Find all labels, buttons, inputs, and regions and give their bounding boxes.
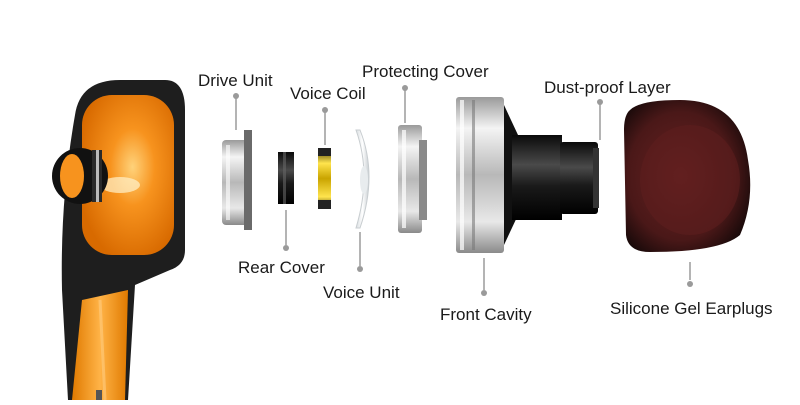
rear-cover-part bbox=[278, 152, 294, 204]
leader-dot-voice-unit bbox=[357, 266, 363, 272]
protecting-cover-part bbox=[398, 125, 427, 233]
label-silicone-gel-earplugs: Silicone Gel Earplugs bbox=[610, 299, 773, 318]
voice-unit-part bbox=[355, 129, 370, 229]
leader-lines bbox=[233, 85, 693, 296]
leader-dot-front-cavity bbox=[481, 290, 487, 296]
leader-dot-rear-cover bbox=[283, 245, 289, 251]
label-drive-unit: Drive Unit bbox=[198, 71, 273, 90]
voice-coil-part bbox=[318, 148, 331, 209]
earphone-shell bbox=[52, 80, 185, 401]
leader-dot-voice-coil bbox=[322, 107, 328, 113]
silicone-earplug-part bbox=[624, 100, 751, 252]
label-dust-proof-layer: Dust-proof Layer bbox=[544, 78, 671, 97]
front-cavity-part bbox=[456, 97, 599, 253]
leader-dot-drive-unit bbox=[233, 93, 239, 99]
leader-dot-protecting-cover bbox=[402, 85, 408, 91]
label-voice-coil: Voice Coil bbox=[290, 84, 366, 103]
leader-dot-dust-proof-layer bbox=[597, 99, 603, 105]
label-voice-unit: Voice Unit bbox=[323, 283, 400, 302]
label-front-cavity: Front Cavity bbox=[440, 305, 532, 324]
label-rear-cover: Rear Cover bbox=[238, 258, 325, 277]
label-protecting-cover: Protecting Cover bbox=[362, 62, 489, 81]
leader-dot-earplugs bbox=[687, 281, 693, 287]
drive-unit-part bbox=[222, 130, 252, 230]
